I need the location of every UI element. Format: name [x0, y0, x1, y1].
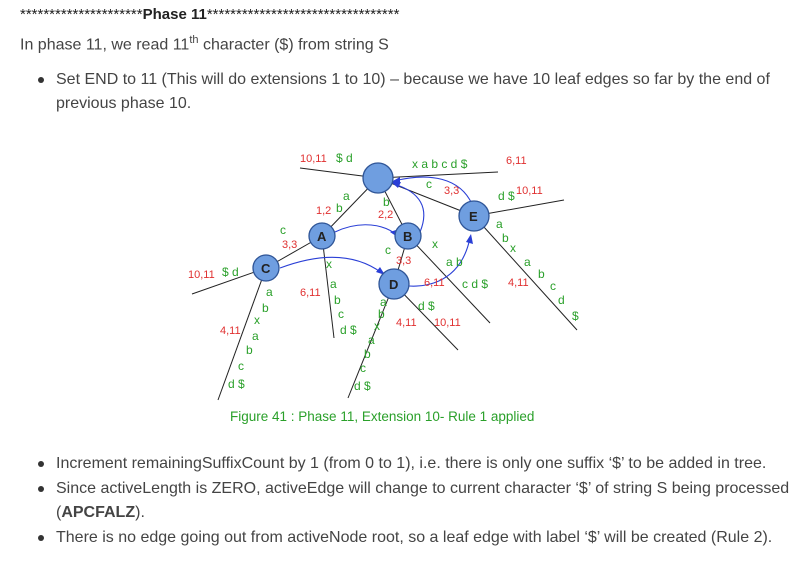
edge-label-10-11-e: 10,11	[516, 185, 543, 197]
phase-intro: In phase 11, we read 11th character ($) …	[20, 34, 389, 54]
edge-label-c-d: c	[385, 243, 391, 257]
bullet-active-length-zero: Since activeLength is ZERO, activeEdge w…	[36, 477, 796, 525]
edge-label-b-e2: b	[538, 267, 545, 281]
edge-label-b-e: b	[502, 231, 509, 245]
edge-label-d-e2: d	[558, 293, 565, 307]
edge-label-10-11-d: 10,11	[434, 317, 461, 329]
edge-label-x-e: x	[510, 241, 516, 255]
edge-label-c-a2: c	[338, 307, 344, 321]
edge-label-x-c: x	[254, 313, 260, 327]
edge-label-c-a: c	[280, 223, 286, 237]
edge-label-c-e: c	[550, 279, 556, 293]
edge-label-b: b	[383, 195, 390, 209]
edge-label-x: x	[432, 237, 438, 251]
tree-node-root	[362, 162, 394, 194]
edge-label-3-3-top: 3,3	[444, 185, 459, 197]
tree-node-a: A	[308, 222, 336, 250]
svg-text:D: D	[389, 277, 398, 292]
top-bullet-list: Set END to 11 (This will do extensions 1…	[36, 68, 796, 117]
edge-label-a: a	[343, 189, 350, 203]
edge-label-4-11-c: 4,11	[220, 325, 241, 337]
edge-label-root-left-text: $ d	[336, 151, 353, 165]
edge-label-6-11-a: 6,11	[300, 287, 321, 299]
edge-label-a-a: a	[330, 277, 337, 291]
edge-label-d-d: d $	[354, 379, 371, 393]
edge-label-c: c	[426, 177, 432, 191]
edge-label-a-c: a	[252, 329, 259, 343]
svg-text:B: B	[403, 229, 412, 244]
svg-text:C: C	[261, 261, 271, 276]
edge-label-dollar-e: $	[572, 309, 579, 323]
edge-label-b-d: b	[378, 307, 385, 321]
edge-label-a-e2: a	[524, 255, 531, 269]
bullet-increment-remaining: Increment remainingSuffixCount by 1 (fro…	[36, 452, 796, 476]
edge-label-c-left-range: 10,11	[188, 269, 215, 281]
edge-label-root-right-text: x a b c d $	[412, 157, 468, 171]
edge-label-1-2: 1,2	[316, 205, 331, 217]
edge-label-6-11-d: 6,11	[424, 277, 445, 289]
edge-label-b-c2: b	[246, 343, 253, 357]
edge-label-c-left-text: $ d	[222, 265, 239, 279]
edge-label-2-2: 2,2	[378, 209, 393, 221]
edge-label-a-d: a	[380, 295, 387, 309]
edge-label-b-a: b	[336, 201, 343, 215]
tree-node-d: D	[378, 268, 410, 300]
edge-label-d-a: d $	[340, 323, 357, 337]
svg-text:A: A	[317, 229, 327, 244]
edge-label-3-3-left: 3,3	[282, 239, 297, 251]
suffix-tree-diagram: A B C D E 10,11 $ d x a b c d $ 6,11 1,2…	[188, 151, 579, 424]
bullet-set-end: Set END to 11 (This will do extensions 1…	[36, 68, 796, 116]
edge-label-c-d2: c	[360, 361, 366, 375]
edge-label-b-c: b	[262, 301, 269, 315]
suffix-tree-figure: A B C D E 10,11 $ d x a b c d $ 6,11 1,2…	[180, 148, 600, 430]
edge-label-ab: a b	[446, 255, 463, 269]
edge-label-x-d: x	[374, 319, 380, 333]
edge-label-d-c: d $	[228, 377, 245, 391]
edge-label-a-b-c: a	[266, 285, 273, 299]
edge-label-a-e: a	[496, 217, 503, 231]
bullet-no-edge-rule2: There is no edge going out from activeNo…	[36, 526, 796, 550]
edge-label-d-e: d $	[498, 189, 515, 203]
figure-caption: Figure 41 : Phase 11, Extension 10- Rule…	[230, 409, 534, 424]
edge-label-x-a: x	[326, 257, 332, 271]
tree-node-c: C	[252, 254, 280, 282]
edge-label-cd: c d $	[462, 277, 488, 291]
edge-label-3-3-d: 3,3	[396, 255, 411, 267]
edge-label-d-dollar: d $	[418, 299, 435, 313]
edge-label-c-c: c	[238, 359, 244, 373]
edge-label-4-11-e: 4,11	[508, 277, 529, 289]
edge-label-a-d2: a	[368, 333, 375, 347]
bottom-bullet-list: Increment remainingSuffixCount by 1 (fro…	[36, 452, 796, 551]
edge-label-b-a2: b	[334, 293, 341, 307]
svg-text:E: E	[469, 209, 478, 224]
edge-label-b-d2: b	[364, 347, 371, 361]
tree-node-e: E	[458, 200, 490, 232]
edge-label-root-right-range: 6,11	[506, 155, 527, 167]
tree-node-b: B	[394, 222, 422, 250]
phase-heading: *********************Phase 11***********…	[20, 6, 400, 23]
edge-label-4-11-d: 4,11	[396, 317, 417, 329]
edge-label-root-left-range: 10,11	[300, 153, 327, 165]
